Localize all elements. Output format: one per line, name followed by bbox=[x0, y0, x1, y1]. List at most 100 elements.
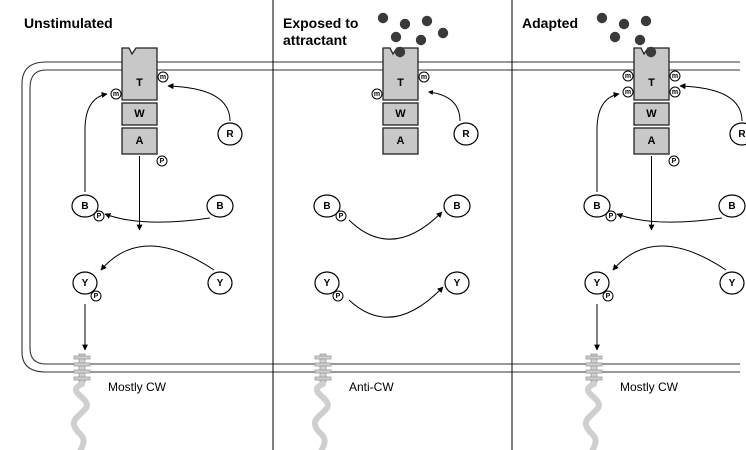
methyl-group: m bbox=[669, 86, 681, 98]
motor-ring bbox=[585, 376, 603, 381]
protein-B-label: B bbox=[728, 201, 735, 212]
protein-B-phosphorylated: B bbox=[313, 194, 341, 218]
phosphate-group-label: P bbox=[339, 213, 344, 220]
attractant-molecule bbox=[634, 34, 646, 46]
receptor-T-label: T bbox=[648, 77, 655, 89]
methylase-R-label: R bbox=[738, 129, 746, 140]
methyl-group: m bbox=[157, 71, 169, 83]
protein-Y-phosphorylated-label: Y bbox=[82, 278, 89, 289]
methyl-group: m bbox=[371, 88, 383, 100]
dephosphorylation-arrow-Y bbox=[348, 286, 444, 318]
attractant-molecule bbox=[609, 31, 621, 43]
motor-ring bbox=[314, 362, 332, 367]
protein-B-phosphorylated-label: B bbox=[323, 201, 330, 212]
cell-membrane bbox=[21, 61, 740, 373]
flagellum bbox=[70, 381, 90, 450]
receptor-A-box bbox=[121, 127, 158, 155]
attractant-molecule bbox=[390, 31, 402, 43]
phosphate-group: P bbox=[602, 290, 614, 302]
receptor-W-label: W bbox=[134, 108, 145, 120]
receptor-W-label: W bbox=[395, 108, 406, 120]
flagellar-motor bbox=[582, 353, 603, 450]
motor-ring bbox=[314, 355, 332, 360]
protein-B-shape bbox=[206, 194, 234, 218]
methylase-R-label: R bbox=[462, 129, 470, 140]
protein-Y-phosphorylated: Y bbox=[314, 271, 340, 295]
motor-ring bbox=[314, 376, 332, 381]
receptor-A-box bbox=[633, 127, 670, 155]
methylase-R-shape bbox=[217, 122, 243, 146]
attractant-molecule bbox=[618, 18, 630, 30]
motor-ring bbox=[73, 369, 91, 374]
methyl-group-shape bbox=[669, 70, 681, 82]
protein-Y: Y bbox=[207, 271, 233, 295]
protein-B-phosphorylated: B bbox=[583, 194, 611, 218]
protein-B: B bbox=[206, 194, 234, 218]
bound-attractant bbox=[645, 46, 657, 58]
panel-title: attractant bbox=[283, 32, 347, 48]
methyl-group: m bbox=[418, 71, 430, 83]
protein-Y-phosphorylated: Y bbox=[72, 271, 98, 295]
methyl-group: m bbox=[622, 86, 634, 98]
receptor-A-label: A bbox=[136, 135, 144, 147]
protein-B: B bbox=[443, 194, 471, 218]
phosphate-group-label: P bbox=[97, 213, 102, 220]
methyl-group-label: m bbox=[374, 91, 380, 98]
receptor-W-label: W bbox=[646, 108, 657, 120]
methyl-group: m bbox=[110, 88, 122, 100]
methylase-R-shape bbox=[729, 122, 746, 146]
motor-rotation-label: Anti-CW bbox=[349, 380, 394, 394]
receptor-T-label: T bbox=[136, 77, 143, 89]
phosphotransfer-arrow-Y bbox=[612, 245, 727, 271]
methylase-R: R bbox=[453, 122, 479, 146]
phosphate-group-shape bbox=[93, 210, 105, 222]
methylation-arrow bbox=[167, 83, 231, 122]
phosphate-group-label: P bbox=[160, 158, 165, 165]
protein-B-phosphorylated-label: B bbox=[81, 201, 88, 212]
protein-B-label: B bbox=[216, 201, 223, 212]
methyl-group-label: m bbox=[113, 91, 119, 98]
flagellum bbox=[582, 381, 602, 450]
motor-ring bbox=[73, 376, 91, 381]
attractant-molecule bbox=[377, 12, 389, 24]
methyl-group-shape bbox=[418, 71, 430, 83]
attractant-molecule bbox=[437, 27, 449, 39]
receptor-A-label: A bbox=[397, 135, 405, 147]
phosphate-group-label: P bbox=[94, 293, 99, 300]
methylation-arrow bbox=[679, 83, 743, 122]
flagellar-motor bbox=[70, 353, 91, 450]
phosphate-group-shape bbox=[605, 210, 617, 222]
protein-Y-shape bbox=[719, 271, 745, 295]
attractant-molecule bbox=[399, 18, 411, 30]
methyl-group-shape bbox=[157, 71, 169, 83]
phosphate-group-label: P bbox=[606, 293, 611, 300]
methyl-group: m bbox=[622, 70, 634, 82]
phosphate-group-label: P bbox=[336, 293, 341, 300]
protein-B-phosphorylated-shape bbox=[313, 194, 341, 218]
phosphate-group-shape bbox=[90, 290, 102, 302]
protein-B-phosphorylated-shape bbox=[583, 194, 611, 218]
methylase-R: R bbox=[217, 122, 243, 146]
motor-rotation-label: Mostly CW bbox=[620, 380, 679, 394]
phosphate-group: P bbox=[335, 210, 347, 222]
motor-ring bbox=[73, 362, 91, 367]
methyl-group-label: m bbox=[625, 73, 631, 80]
motor-ring bbox=[73, 355, 91, 360]
motor-ring bbox=[314, 369, 332, 374]
flagellum bbox=[311, 381, 331, 450]
protein-Y-label: Y bbox=[729, 278, 736, 289]
demethylation-arrow bbox=[84, 92, 108, 192]
panel-title: Adapted bbox=[522, 15, 578, 31]
methylase-R-shape bbox=[453, 122, 479, 146]
receptor-W-box bbox=[121, 102, 158, 126]
phosphate-group: P bbox=[93, 210, 105, 222]
phosphotransfer-arrow-Y bbox=[100, 245, 215, 271]
protein-Y: Y bbox=[719, 271, 745, 295]
phosphotransfer-arrow-B bbox=[104, 213, 211, 223]
methylation-arrow bbox=[428, 90, 461, 122]
